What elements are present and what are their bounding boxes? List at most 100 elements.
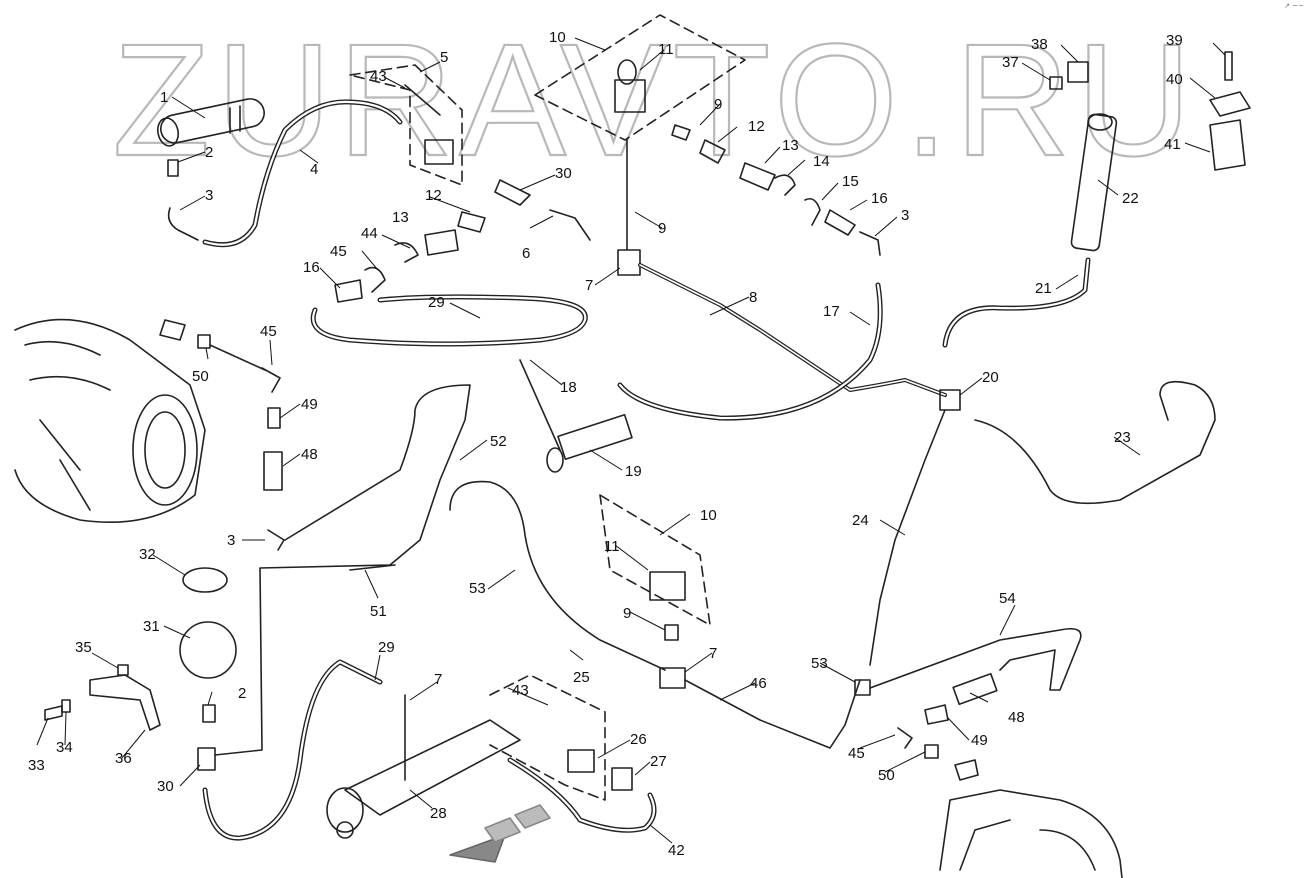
callout-13: 13 xyxy=(782,137,799,154)
pipe-6 xyxy=(549,209,591,241)
pipe-23 xyxy=(974,380,1216,505)
callout-15: 15 xyxy=(842,173,859,190)
callout-50b: 45 xyxy=(848,745,865,762)
callout-41: 41 xyxy=(1164,136,1181,153)
callout-48b: 48 xyxy=(1008,709,1025,726)
callout-16b: 16 xyxy=(303,259,320,276)
callout-32: 32 xyxy=(139,546,156,563)
callout-51: 50 xyxy=(192,368,209,385)
callout-10: 10 xyxy=(549,29,566,46)
callout-20: 20 xyxy=(982,369,999,386)
fitting-12-top xyxy=(699,139,726,164)
callout-12b: 12 xyxy=(425,187,442,204)
callout-25: 25 xyxy=(573,669,590,686)
valve-block xyxy=(424,139,454,165)
callout-29: 29 xyxy=(428,294,445,311)
callout-18: 18 xyxy=(560,379,577,396)
band-clamp-32 xyxy=(182,567,228,593)
bracket-36 xyxy=(89,674,161,731)
callout-4: 4 xyxy=(310,161,318,178)
fitting-2-lower xyxy=(202,704,216,723)
callout-34: 34 xyxy=(56,739,73,756)
callout-26: 26 xyxy=(630,731,647,748)
callout-55: 54 xyxy=(999,590,1016,607)
callout-3b: 3 xyxy=(901,207,909,224)
pipe-46 xyxy=(684,679,861,749)
washer-34 xyxy=(61,699,71,713)
callout-9b: 9 xyxy=(714,96,722,113)
hose-29-lower xyxy=(202,659,383,841)
line-51-left xyxy=(209,344,266,371)
accumulator-31 xyxy=(179,621,237,679)
cap-44 xyxy=(394,242,419,263)
callout-38: 38 xyxy=(1031,36,1048,53)
callout-43b: 43 xyxy=(512,682,529,699)
callout-labels: 1 2 3 4 5 43 30 6 7 8 9 9 10 11 12 13 14… xyxy=(28,29,1183,859)
callout-30: 30 xyxy=(555,165,572,182)
cylinder-19 xyxy=(519,359,633,473)
cap-45 xyxy=(364,266,386,293)
cap-14 xyxy=(774,174,796,196)
fitting-9-top xyxy=(671,124,691,141)
fitting-12-left xyxy=(457,211,486,233)
coupler-13-left xyxy=(424,229,459,256)
callout-8: 8 xyxy=(749,289,757,306)
fitting-51-left xyxy=(197,334,211,349)
direction-arrow xyxy=(449,834,506,863)
callout-52: 51 xyxy=(370,603,387,620)
solenoid-box-10-mid xyxy=(599,494,711,626)
callout-53: 52 xyxy=(490,433,507,450)
solenoid-coil-top xyxy=(617,59,637,85)
hose-4-inner xyxy=(203,100,402,246)
filter-48-right xyxy=(952,672,998,706)
callout-3c: 3 xyxy=(227,532,235,549)
valve-box-43-lower xyxy=(489,674,606,801)
callout-49: 49 xyxy=(301,396,318,413)
elbow-3 xyxy=(167,207,199,241)
engine-housing-left xyxy=(14,318,206,523)
callout-28: 28 xyxy=(430,805,447,822)
elbow-50-right xyxy=(897,727,913,749)
fitting-49-right xyxy=(924,704,949,725)
cylinder-22 xyxy=(1070,113,1118,252)
callout-2: 2 xyxy=(205,144,213,161)
callout-48: 48 xyxy=(301,446,318,463)
pipe-55 xyxy=(869,627,1082,691)
callout-29b: 29 xyxy=(378,639,395,656)
callout-17: 17 xyxy=(823,303,840,320)
leader-lines xyxy=(36,37,1226,844)
callout-54: 53 xyxy=(469,580,486,597)
tee-54-right xyxy=(854,679,871,696)
fitting-27 xyxy=(611,767,633,791)
cylinder-1 xyxy=(156,98,265,147)
callout-11: 11 xyxy=(658,41,674,58)
cap-15 xyxy=(804,197,821,226)
callout-10b: 10 xyxy=(700,507,717,524)
tee-7-top xyxy=(617,249,641,276)
fitting-9-mid xyxy=(664,624,679,641)
filter-48-left xyxy=(263,451,283,491)
valve-block-lower xyxy=(567,749,595,773)
callout-45: 45 xyxy=(330,243,347,260)
elbow-50-left xyxy=(261,367,281,393)
bolt-39 xyxy=(1224,51,1233,81)
callout-39: 39 xyxy=(1166,32,1183,49)
callout-36: 36 xyxy=(115,750,132,767)
callout-24: 24 xyxy=(852,512,869,529)
engine-housing-right xyxy=(939,759,1123,878)
solenoid-box-10-top xyxy=(534,14,746,141)
elbow-3-left xyxy=(267,529,285,551)
callout-7c: 7 xyxy=(434,671,442,688)
callout-30b: 30 xyxy=(157,778,174,795)
nut-37 xyxy=(1049,76,1063,90)
lever-43 xyxy=(404,84,441,116)
callout-14: 14 xyxy=(813,153,830,170)
callout-19: 19 xyxy=(625,463,642,480)
fitting-51-right xyxy=(924,744,939,759)
pipe-53 xyxy=(214,384,471,756)
pipe-25 xyxy=(449,480,666,671)
callout-2b: 2 xyxy=(238,685,246,702)
corner-mark: ↗ ~~ xyxy=(1284,2,1304,10)
callout-5: 5 xyxy=(440,49,448,66)
